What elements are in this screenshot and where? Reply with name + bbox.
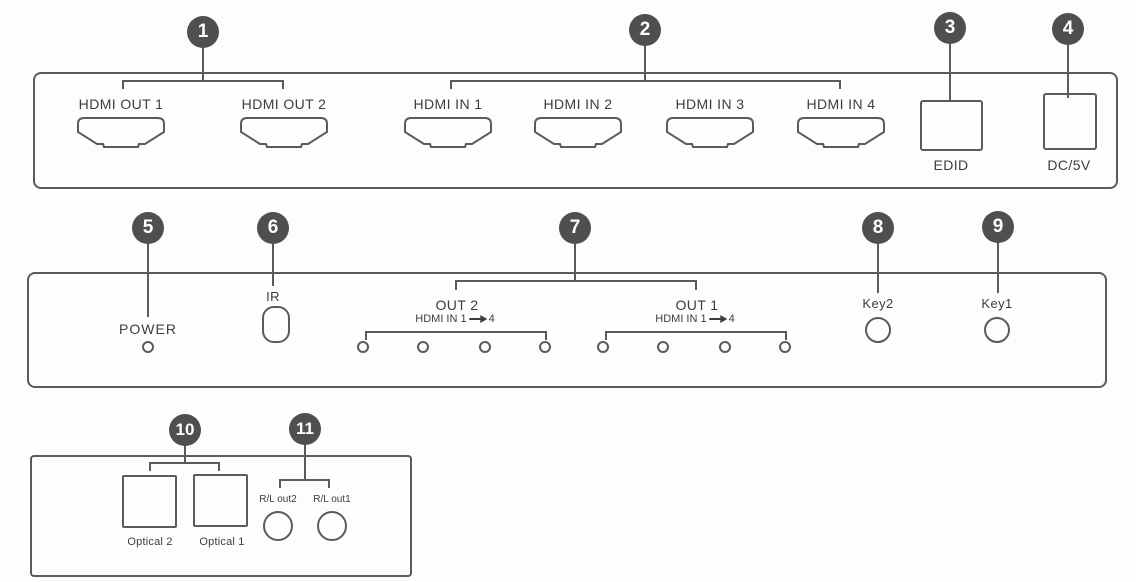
callout-badge-9: 9: [982, 211, 1014, 243]
callout-4-line: [1067, 43, 1069, 98]
audio-panel-outline: [30, 455, 412, 577]
edid-label: EDID: [933, 157, 969, 173]
callout-10-line: [184, 444, 186, 462]
back-panel-outline: [33, 72, 1118, 189]
key1-label: Key1: [981, 296, 1013, 311]
callout-badge-5: 5: [132, 212, 164, 244]
out2-led-1-icon: [357, 341, 369, 353]
callout-badge-7: 7: [559, 212, 591, 244]
out1-led-2-icon: [657, 341, 669, 353]
key2-label: Key2: [862, 296, 894, 311]
hdmi-out-2-port-icon: [240, 117, 328, 148]
out1-range-prefix: HDMI IN 1: [655, 313, 707, 325]
hdmi-out-1-port-icon: [77, 117, 165, 148]
callout-2-bracket: [450, 80, 841, 89]
callout-badge-3: 3: [934, 12, 966, 44]
out2-group-label: OUT 2: [435, 297, 479, 313]
rl-out1-jack-icon: [317, 511, 347, 541]
out2-led-3-icon: [479, 341, 491, 353]
edid-switch-icon: [920, 100, 983, 151]
rl-out1-label: R/L out1: [313, 494, 351, 505]
callout-2-line: [644, 44, 646, 80]
hdmi-in-2-port-icon: [534, 117, 622, 148]
hdmi-in-4-label: HDMI IN 4: [806, 96, 876, 112]
out2-led-2-icon: [417, 341, 429, 353]
power-label: POWER: [119, 321, 177, 337]
out1-led-3-icon: [719, 341, 731, 353]
callout-7-line: [574, 242, 576, 280]
callout-1-line: [202, 46, 204, 80]
key2-button-icon: [865, 317, 891, 343]
dc-power-port-icon: [1043, 93, 1097, 150]
optical-1-port-icon: [193, 474, 248, 527]
out2-range-prefix: HDMI IN 1: [415, 313, 467, 325]
callout-1-bracket: [122, 80, 284, 89]
callout-badge-6: 6: [257, 212, 289, 244]
rl-out2-jack-icon: [263, 511, 293, 541]
out2-led-4-icon: [539, 341, 551, 353]
callout-10-bracket: [149, 462, 220, 471]
power-led-icon: [142, 341, 154, 353]
out2-led-bracket: [365, 331, 547, 340]
arrow-right-icon: [709, 315, 728, 323]
callout-badge-4: 4: [1052, 13, 1084, 45]
callout-badge-1: 1: [187, 16, 219, 48]
callout-5-line: [147, 242, 149, 317]
out2-input-range-label: HDMI IN 1 4: [415, 313, 494, 325]
out1-led-4-icon: [779, 341, 791, 353]
callout-3-line: [949, 42, 951, 101]
key1-button-icon: [984, 317, 1010, 343]
ir-receiver-icon: [262, 306, 290, 343]
optical-2-label: Optical 2: [127, 536, 173, 548]
callout-9-line: [997, 241, 999, 293]
ir-label: IR: [266, 289, 280, 304]
rl-out2-label: R/L out2: [259, 494, 297, 505]
out1-range-suffix: 4: [728, 313, 735, 325]
hdmi-in-4-port-icon: [797, 117, 885, 148]
optical-2-port-icon: [122, 475, 177, 528]
callout-badge-11: 11: [289, 413, 321, 445]
out1-led-1-icon: [597, 341, 609, 353]
callout-badge-8: 8: [862, 212, 894, 244]
callout-7-bracket: [455, 280, 697, 290]
out1-group-label: OUT 1: [675, 297, 719, 313]
out1-led-bracket: [605, 331, 787, 340]
callout-11-bracket: [279, 479, 330, 488]
callout-11-line: [304, 443, 306, 479]
out2-range-suffix: 4: [488, 313, 495, 325]
front-panel-outline: [27, 272, 1107, 388]
callout-6-line: [272, 242, 274, 286]
hdmi-in-3-port-icon: [666, 117, 754, 148]
hdmi-in-3-label: HDMI IN 3: [675, 96, 745, 112]
callout-badge-2: 2: [629, 14, 661, 46]
dc-power-label: DC/5V: [1047, 157, 1091, 173]
hdmi-in-1-label: HDMI IN 1: [413, 96, 483, 112]
optical-1-label: Optical 1: [199, 536, 245, 548]
hdmi-out-2-label: HDMI OUT 2: [241, 96, 327, 112]
hdmi-out-1-label: HDMI OUT 1: [78, 96, 164, 112]
hdmi-in-2-label: HDMI IN 2: [543, 96, 613, 112]
out1-input-range-label: HDMI IN 1 4: [655, 313, 734, 325]
callout-badge-10: 10: [169, 414, 201, 446]
callout-8-line: [877, 242, 879, 293]
hdmi-in-1-port-icon: [404, 117, 492, 148]
arrow-right-icon: [469, 315, 488, 323]
